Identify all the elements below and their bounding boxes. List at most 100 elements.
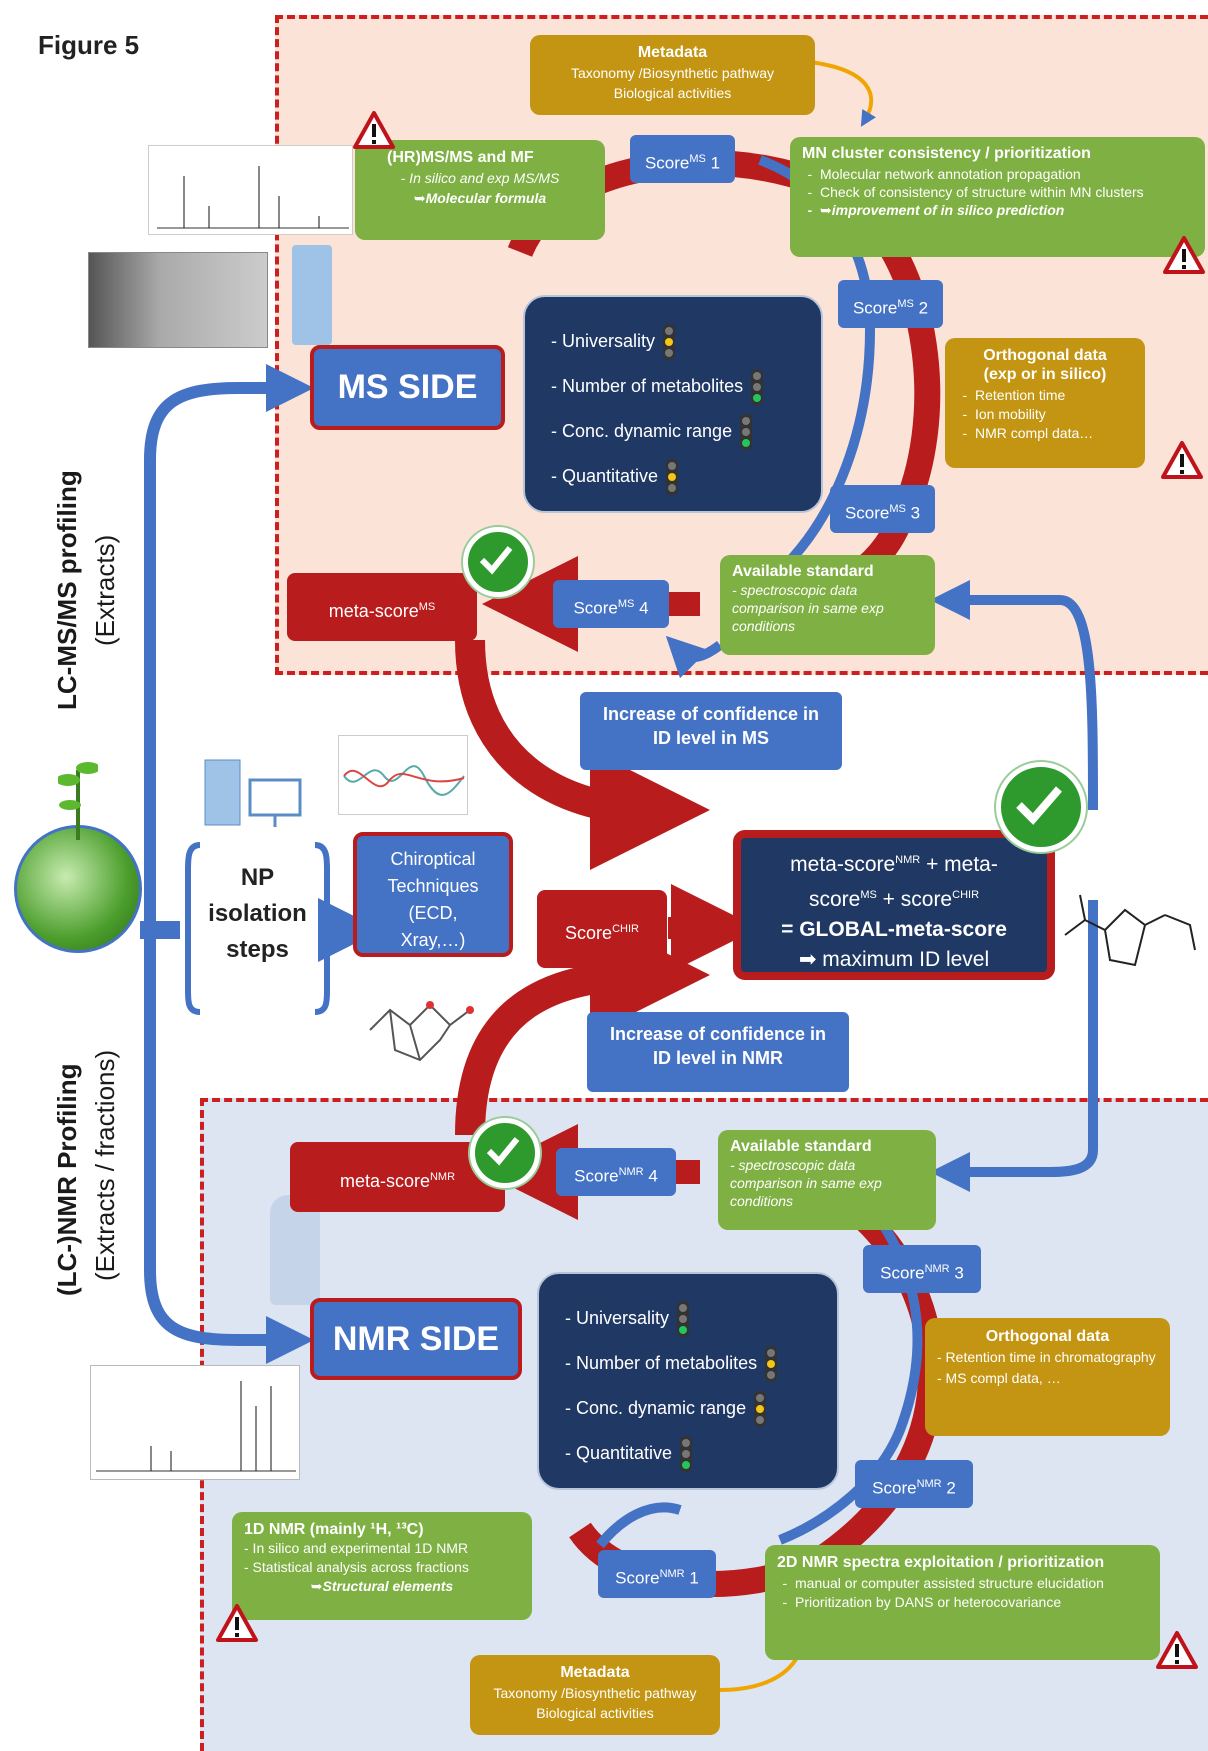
molecule-structure-icon xyxy=(1045,875,1205,985)
ms-orthogonal-title: Orthogonal data xyxy=(983,347,1107,364)
np-line-3: steps xyxy=(226,936,289,963)
nmr-1d-result: ➥Structural elements xyxy=(310,1578,454,1594)
check-icon xyxy=(996,762,1086,852)
nmr-score-3-sup: NMR xyxy=(924,1263,950,1275)
ms-score-3: ScoreMS 3 xyxy=(830,485,935,533)
warning-icon xyxy=(1156,1631,1198,1669)
ms-mn-item-3: ➥improvement of in silico prediction xyxy=(820,201,1193,219)
ms-metadata-title: Metadata xyxy=(637,44,708,61)
warning-icon xyxy=(353,111,395,149)
nmr-1d-item-1: - In silico and experimental 1D NMR xyxy=(244,1540,469,1556)
ms-hrms-box: (HR)MS/MS and MF - In silico and exp MS/… xyxy=(355,140,605,240)
warning-icon xyxy=(216,1604,258,1642)
nmr-metadata-title: Metadata xyxy=(560,1664,630,1681)
nmr-confidence-box: Increase of confidence in ID level in NM… xyxy=(587,1012,849,1092)
nmr-meta-score-sup: NMR xyxy=(429,1171,456,1183)
ms-score-3-sup: MS xyxy=(889,503,906,515)
global-line-4: ➡ maximum ID level xyxy=(798,948,990,971)
np-isolation-label: NP isolation steps xyxy=(200,850,315,1005)
ms-criteria-3-label: - Conc. dynamic range xyxy=(551,421,733,441)
ms-criteria-4: - Quantitative xyxy=(551,454,795,499)
crystal-structure-icon xyxy=(360,980,490,1075)
figure-label: Figure 5 xyxy=(38,30,140,60)
global-line-1: meta-scoreNMR + meta- xyxy=(741,845,1047,880)
nmr-score-2-sup: NMR xyxy=(916,1478,942,1490)
ms-score-2-sup: MS xyxy=(897,298,914,310)
ms-score-4: ScoreMS 4 xyxy=(553,580,669,628)
nmr-score-2-label: Score xyxy=(872,1478,917,1498)
nmr-score-1-label: Score xyxy=(615,1568,660,1588)
plant-globe-icon xyxy=(14,825,142,953)
nmr-score-2-num: 2 xyxy=(941,1478,956,1498)
nmr-standard-box: Available standard - spectroscopic data … xyxy=(718,1130,936,1230)
ms-orthogonal-item-3: NMR compl data… xyxy=(975,424,1133,443)
nmr-orthogonal-item-1: - Retention time in chromatography xyxy=(937,1349,1156,1365)
nmr-metadata-line-1: Taxonomy /Biosynthetic pathway xyxy=(493,1685,697,1701)
nmr-criteria-1: - Universality xyxy=(565,1296,811,1341)
ms-score-2: ScoreMS 2 xyxy=(838,280,943,328)
nmr-score-4-num: 4 xyxy=(643,1166,658,1186)
ms-score-1-num: 1 xyxy=(705,153,721,173)
nmr-1d-title: 1D NMR (mainly ¹H, ¹³C) xyxy=(244,1521,424,1538)
ms-criteria-panel: - Universality - Number of metabolites -… xyxy=(523,295,823,513)
ms-orthogonal-box: Orthogonal data (exp or in silico) Reten… xyxy=(945,338,1145,468)
ecd-spectrum-thumbnail xyxy=(338,735,468,815)
check-icon xyxy=(463,527,533,597)
ms-score-4-num: 4 xyxy=(634,598,649,618)
ms-score-2-label: Score xyxy=(852,298,898,318)
ms-metadata-line-1: Taxonomy /Biosynthetic pathway xyxy=(570,65,775,81)
nmr-score-1-sup: NMR xyxy=(659,1568,685,1580)
ms-criteria-3: - Conc. dynamic range xyxy=(551,409,795,454)
ms-profiling-title: LC-MS/MS profiling xyxy=(52,470,82,710)
sprout-icon xyxy=(56,750,100,840)
nmr-score-1-num: 1 xyxy=(684,1568,699,1588)
nmr-score-4: ScoreNMR 4 xyxy=(556,1148,676,1196)
ms-standard-text: - spectroscopic data comparison in same … xyxy=(732,582,884,634)
nmr-score-4-sup: NMR xyxy=(618,1166,644,1178)
ms-confidence-box: Increase of confidence in ID level in MS xyxy=(580,692,842,770)
nmr-side-label: NMR SIDE xyxy=(310,1298,522,1380)
check-icon xyxy=(470,1118,540,1188)
nmr-criteria-1-label: - Universality xyxy=(565,1308,670,1328)
nmr-spectrum-thumbnail xyxy=(90,1365,300,1480)
warning-icon xyxy=(1161,441,1203,479)
mass-spectrometer-icon xyxy=(292,245,332,345)
nmr-score-3-num: 3 xyxy=(949,1263,964,1283)
global-meta-score-box: meta-scoreNMR + meta- scoreMS + scoreCHI… xyxy=(733,830,1055,980)
traffic-light-icon xyxy=(765,1346,778,1383)
ms-metadata-line-2: Biological activities xyxy=(613,85,732,101)
nmr-2d-item-1: manual or computer assisted structure el… xyxy=(795,1574,1148,1593)
nmr-2d-item-2: Prioritization by DANS or heterocovarian… xyxy=(795,1593,1148,1612)
traffic-light-icon xyxy=(677,1301,690,1338)
np-line-1: NP xyxy=(240,864,275,891)
global-sup-ms: MS xyxy=(860,889,877,901)
ms-score-4-label: Score xyxy=(573,598,618,618)
score-chir-sup: CHIR xyxy=(612,923,639,935)
ms-score-2-num: 2 xyxy=(913,298,929,318)
nmr-profiling-title: (LC-)NMR Profiling xyxy=(52,1063,82,1297)
global-sup-chir: CHIR xyxy=(952,889,980,901)
global-line-1b: + meta- xyxy=(920,853,998,876)
ms-criteria-2: - Number of metabolites xyxy=(551,364,795,409)
warning-icon xyxy=(1163,236,1205,274)
score-chir: ScoreCHIR xyxy=(537,890,667,968)
nmr-2d-title: 2D NMR spectra exploitation / prioritiza… xyxy=(777,1554,1105,1571)
nmr-orthogonal-box: Orthogonal data - Retention time in chro… xyxy=(925,1318,1170,1436)
lcms-heatmap-thumbnail xyxy=(88,252,268,348)
nmr-score-1: ScoreNMR 1 xyxy=(598,1550,716,1598)
chiroptical-box: Chiroptical Techniques (ECD, Xray,…) xyxy=(353,832,513,957)
nmr-score-2: ScoreNMR 2 xyxy=(855,1460,973,1508)
nmr-criteria-2: - Number of metabolites xyxy=(565,1341,811,1386)
ms-standard-title: Available standard xyxy=(732,563,874,580)
traffic-light-icon xyxy=(740,414,753,451)
traffic-light-icon xyxy=(751,369,764,406)
ms-score-1-label: Score xyxy=(644,153,690,173)
nmr-score-3: ScoreNMR 3 xyxy=(863,1245,981,1293)
nmr-metadata-box: Metadata Taxonomy /Biosynthetic pathway … xyxy=(470,1655,720,1735)
ms-orthogonal-item-1: Retention time xyxy=(975,386,1133,405)
nmr-criteria-4: - Quantitative xyxy=(565,1431,811,1476)
nmr-standard-text: - spectroscopic data comparison in same … xyxy=(730,1157,882,1209)
ms-standard-box: Available standard - spectroscopic data … xyxy=(720,555,935,655)
ms-hrms-line-2: ➥Molecular formula xyxy=(413,190,547,206)
nmr-profiling-sub: (Extracts / fractions) xyxy=(90,1049,120,1281)
